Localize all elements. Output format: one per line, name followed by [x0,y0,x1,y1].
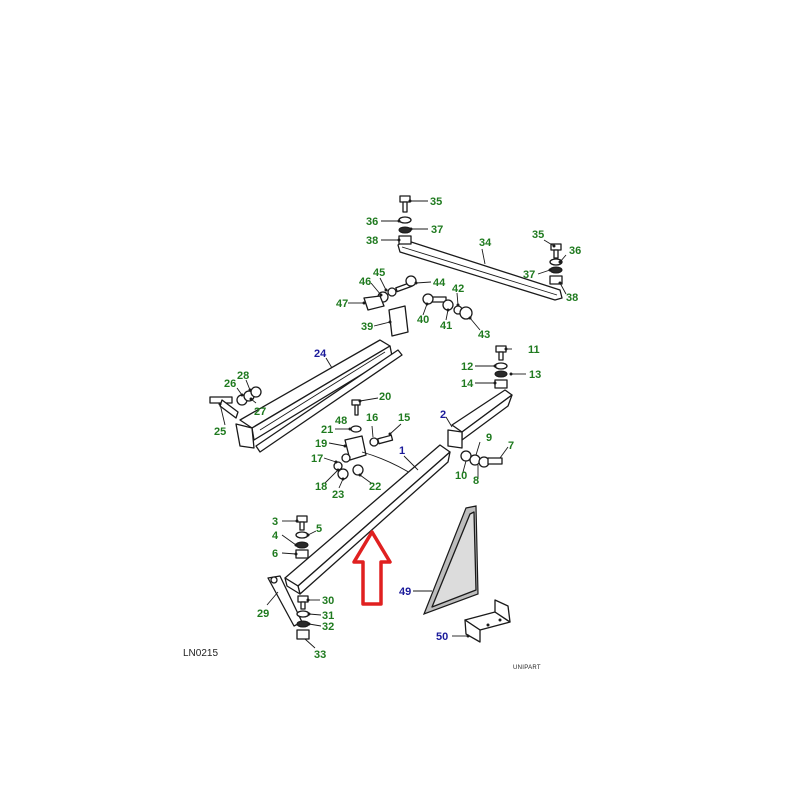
part-24-rail-assembly [235,339,403,453]
callout-11: 11 [528,344,540,356]
callout-19: 19 [315,438,327,450]
callout-27: 27 [254,406,266,418]
callout-20: 20 [379,391,391,403]
callout-22: 22 [369,481,381,493]
callout-48: 48 [335,415,347,427]
callout-12: 12 [461,361,473,373]
callout-42: 42 [452,283,464,295]
fastener-stack-3-6 [295,515,309,559]
callout-leaders [218,199,567,649]
callout-10: 10 [455,470,467,482]
callout-35-right: 35 [532,229,544,241]
callout-5: 5 [316,523,322,535]
callout-37-left: 37 [431,224,443,236]
callout-46: 46 [359,276,371,288]
callout-32: 32 [322,621,334,633]
part-2-upper-bar [447,389,513,449]
part-50-bracket [464,599,511,643]
callout-50: 50 [436,631,448,643]
callout-13: 13 [529,369,541,381]
callout-33: 33 [314,649,326,661]
callout-30: 30 [322,595,334,607]
part-1-main-bar [284,444,451,595]
callout-47: 47 [336,298,348,310]
callout-29: 29 [257,608,269,620]
callout-23: 23 [332,489,344,501]
callout-24: 24 [314,348,327,360]
callout-17: 17 [311,453,323,465]
callout-38-right: 38 [566,292,578,304]
callout-36-right: 36 [569,245,581,257]
fastener-stack-11-14 [494,345,508,389]
callout-38-left: 38 [366,235,378,247]
fastener-stack-35-38-left [398,195,412,245]
bolt-assembly-40-43 [422,293,473,320]
callout-3: 3 [272,516,278,528]
diagram-reference-code: LN0215 [183,648,219,659]
highlight-arrow [352,530,392,606]
callout-28: 28 [237,370,249,382]
callout-26: 26 [224,378,236,390]
callout-6: 6 [272,548,278,560]
callout-40: 40 [417,314,429,326]
callout-21: 21 [321,424,333,436]
part-29-link-arm [267,575,303,627]
bolt-assembly-44-47 [363,275,417,337]
callout-18: 18 [315,481,327,493]
callout-1: 1 [399,445,405,457]
callout-45: 45 [373,267,385,279]
callout-37-right: 37 [523,269,535,281]
callout-34: 34 [479,237,492,249]
callout-31: 31 [322,610,334,622]
callout-49: 49 [399,586,411,598]
callout-8: 8 [473,475,479,487]
bracket-assembly-16-23 [333,399,416,480]
fastener-stack-7-10 [460,450,503,468]
callout-43: 43 [478,329,490,341]
callout-41: 41 [440,320,452,332]
callout-25: 25 [214,426,226,438]
callout-labels: 1 2 3 4 5 6 7 8 9 10 11 12 13 14 15 16 1… [214,196,581,661]
callout-4: 4 [272,530,279,542]
callout-14: 14 [461,378,474,390]
callout-35-left: 35 [430,196,442,208]
part-49-triangle-panel [422,505,479,616]
callout-44: 44 [433,277,446,289]
callout-16: 16 [366,412,378,424]
callout-2: 2 [440,409,446,421]
brand-mark: UNIPART [513,665,541,671]
callout-7: 7 [508,440,514,452]
part-34-rail [397,239,563,301]
callout-9: 9 [486,432,492,444]
fastener-stack-35-38-right [549,243,563,285]
callout-39: 39 [361,321,373,333]
callout-15: 15 [398,412,410,424]
callout-36-left: 36 [366,216,378,228]
